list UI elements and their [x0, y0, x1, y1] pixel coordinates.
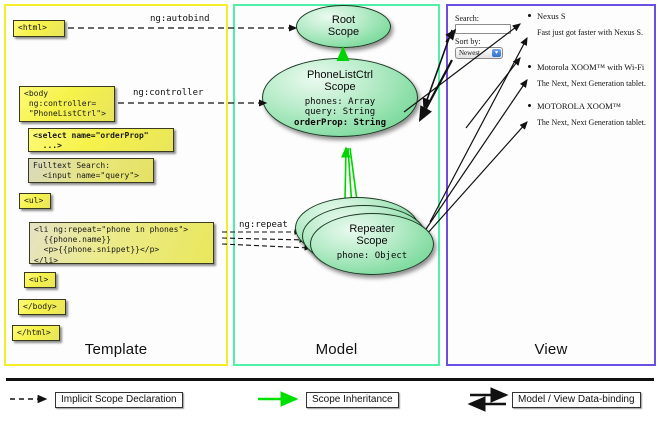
- code-box-ul-open: <ul>: [19, 193, 51, 209]
- sort-label: Sort by:: [455, 37, 481, 46]
- chevron-down-icon[interactable]: ▾: [492, 49, 501, 57]
- prop-query: query: String: [304, 107, 376, 118]
- code-box-select-orderprop: <select name="orderProp" ...>: [28, 128, 174, 152]
- code-box-fulltext-search: Fulltext Search: <input name="query">: [28, 158, 154, 183]
- phone-snippet: Fast just got faster with Nexus S.: [537, 28, 643, 37]
- legend-divider: [6, 378, 654, 381]
- connector-label-ng-autobind: ng:autobind: [150, 14, 210, 24]
- phone-snippet: The Next, Next Generation tablet.: [537, 118, 646, 127]
- code-box-html-close: </html>: [12, 325, 60, 341]
- phone-name: MOTOROLA XOOM™: [537, 101, 621, 111]
- column-label-view: View: [534, 341, 568, 358]
- prop-orderprop: orderProp: String: [293, 117, 387, 128]
- phone-name: Nexus S: [537, 11, 566, 21]
- phone-name: Motorola XOOM™ with Wi-Fi: [537, 62, 645, 72]
- column-label-model: Model: [315, 341, 358, 358]
- bullet-icon: [528, 14, 531, 17]
- code-box-ul-close: <ul>: [24, 272, 56, 288]
- connector-label-ng-controller: ng:controller: [133, 88, 204, 98]
- phone-list-item-0: Nexus S Fast just got faster with Nexus …: [528, 11, 643, 37]
- phone-list-item-1: Motorola XOOM™ with Wi-Fi The Next, Next…: [528, 62, 646, 88]
- code-box-body-controller: <body ng:controller= "PhoneListCtrl">: [19, 86, 115, 122]
- sort-select-value: Newest: [459, 49, 480, 57]
- scope-phonelistctrl-props: phones: Array query: String orderProp: S…: [263, 97, 417, 129]
- bullet-icon: [528, 65, 531, 68]
- legend-label-implicit-scope-declaration: Implicit Scope Declaration: [55, 392, 183, 408]
- scope-repeater-props: phone: Object: [311, 251, 433, 262]
- code-box-html-open: <html>: [13, 20, 65, 37]
- prop-phones: phones: Array: [304, 96, 376, 107]
- search-label: Search:: [455, 14, 479, 23]
- code-box-li-repeat: <li ng:repeat="phone in phones"> {{phone…: [29, 222, 214, 264]
- prop-phone: phone: Object: [336, 250, 408, 261]
- phone-list-item-2: MOTOROLA XOOM™ The Next, Next Generation…: [528, 101, 646, 127]
- sort-select[interactable]: Newest ▾: [455, 47, 503, 59]
- legend-label-scope-inheritance: Scope Inheritance: [306, 392, 399, 408]
- search-input[interactable]: [455, 24, 511, 34]
- bullet-icon: [528, 104, 531, 107]
- code-box-body-close: </body>: [18, 299, 66, 315]
- phone-snippet: The Next, Next Generation tablet.: [537, 79, 646, 88]
- legend-label-model-view-data-binding: Model / View Data-binding: [512, 392, 641, 408]
- column-label-template: Template: [84, 341, 148, 358]
- connector-label-ng-repeat: ng:repeat: [239, 220, 288, 230]
